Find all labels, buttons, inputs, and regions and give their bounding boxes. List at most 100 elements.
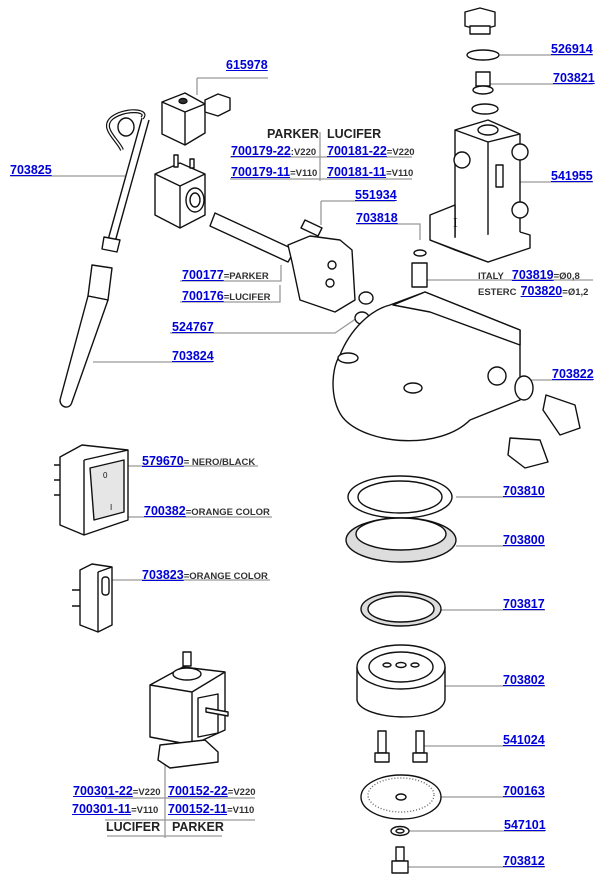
leader-615978 xyxy=(196,77,268,95)
part-suffix: =ORANGE COLOR xyxy=(183,571,268,582)
valve-table-cell[interactable]: 700152-22=V220 xyxy=(168,784,256,800)
coil-drawing xyxy=(154,154,206,229)
part-number-link[interactable]: 703810 xyxy=(503,484,545,498)
part-number-link[interactable]: 703824 xyxy=(172,349,214,363)
part-number-link[interactable]: 700382 xyxy=(144,504,186,518)
connector-drawing xyxy=(161,92,231,146)
part-number-link[interactable]: 703821 xyxy=(553,71,595,85)
label-700382[interactable]: 700382=ORANGE COLOR xyxy=(144,504,270,520)
leader-lines xyxy=(10,54,593,868)
part-number-link[interactable]: 700301-22 xyxy=(73,784,133,798)
label-551934[interactable]: 551934 xyxy=(355,188,397,202)
part-number-link[interactable]: 541024 xyxy=(503,733,545,747)
part-number-link[interactable]: 526914 xyxy=(551,42,593,56)
part-number-link[interactable]: 700179-22 xyxy=(231,144,291,158)
part-suffix: =V110 xyxy=(386,168,414,179)
label-703817[interactable]: 703817 xyxy=(503,597,545,611)
steam-tube-drawing xyxy=(101,109,150,253)
part-number-link[interactable]: 703818 xyxy=(356,211,398,225)
part-number-link[interactable]: 524767 xyxy=(172,320,214,334)
part-suffix: =Ø1,2 xyxy=(562,287,589,298)
label-615978[interactable]: 615978 xyxy=(226,58,268,72)
valve-table-header-lucifer: LUCIFER xyxy=(106,820,161,834)
label-703823[interactable]: 703823=ORANGE COLOR xyxy=(142,568,268,584)
valve-table-cell[interactable]: 700152-11=V110 xyxy=(168,802,254,818)
valve-table-cell[interactable]: 700301-11=V110 xyxy=(72,802,158,818)
part-number-link[interactable]: 703800 xyxy=(503,533,545,547)
part-number-link[interactable]: 700176 xyxy=(182,289,224,303)
part-number-link[interactable]: 551934 xyxy=(355,188,397,202)
label-703800[interactable]: 703800 xyxy=(503,533,545,547)
label-547101[interactable]: 547101 xyxy=(504,818,546,832)
leader-524767 xyxy=(170,317,358,334)
part-number-link[interactable]: 700181-11 xyxy=(327,165,387,179)
small-switch-drawing xyxy=(72,563,113,633)
label-703819[interactable]: ITALY 703819=Ø0,8 xyxy=(478,268,580,284)
leader-valve-table xyxy=(105,762,255,838)
screws-541024-drawing xyxy=(374,730,428,763)
part-suffix: :V220 xyxy=(290,147,317,158)
part-number-link[interactable]: 703819 xyxy=(511,268,554,282)
part-number-link[interactable]: 700163 xyxy=(503,784,545,798)
label-703812[interactable]: 703812 xyxy=(503,854,545,868)
label-541024[interactable]: 541024 xyxy=(503,733,545,747)
label-703822[interactable]: 703822 xyxy=(552,367,594,381)
part-number-link[interactable]: 703817 xyxy=(503,597,545,611)
label-703802[interactable]: 703802 xyxy=(503,673,545,687)
part-number-link[interactable]: 700181-22 xyxy=(327,144,387,158)
coil-table-cell[interactable]: 700179-11=V110 xyxy=(231,165,317,181)
part-suffix: =PARKER xyxy=(223,271,269,282)
part-suffix: =V110 xyxy=(131,805,159,816)
part-suffix: =Ø0,8 xyxy=(553,271,580,282)
label-526914[interactable]: 526914 xyxy=(551,42,593,56)
part-number-link[interactable]: 700179-11 xyxy=(231,165,291,179)
label-541955[interactable]: 541955 xyxy=(551,169,593,183)
switch-on-mark: I xyxy=(110,503,112,512)
origin-label: ITALY xyxy=(478,271,504,282)
part-number-link[interactable]: 703823 xyxy=(142,568,184,582)
part-number-link[interactable]: 700301-11 xyxy=(72,802,132,816)
label-700163[interactable]: 700163 xyxy=(503,784,545,798)
part-number-link[interactable]: 703822 xyxy=(552,367,594,381)
top-cap-drawing xyxy=(464,7,500,115)
label-700177[interactable]: 700177=PARKER xyxy=(182,268,269,284)
label-703824[interactable]: 703824 xyxy=(172,349,214,363)
label-703821[interactable]: 703821 xyxy=(553,71,595,85)
part-number-link[interactable]: 700152-11 xyxy=(168,802,228,816)
part-number-link[interactable]: 579670 xyxy=(142,454,184,468)
part-number-link[interactable]: 703825 xyxy=(10,163,52,177)
part-number-link[interactable]: 615978 xyxy=(226,58,268,72)
part-number-link[interactable]: 703812 xyxy=(503,854,545,868)
group-head-drawing xyxy=(332,291,581,469)
label-703810[interactable]: 703810 xyxy=(503,484,545,498)
solenoid-valve-drawing xyxy=(149,651,229,769)
label-524767[interactable]: 524767 xyxy=(172,320,214,334)
valve-stem-drawing xyxy=(209,212,356,313)
coil-table-cell[interactable]: 700181-11=V110 xyxy=(327,165,413,181)
part-number-link[interactable]: 547101 xyxy=(504,818,546,832)
label-703825[interactable]: 703825 xyxy=(10,163,52,177)
part-suffix: =LUCIFER xyxy=(223,292,271,303)
leader-551934 xyxy=(320,200,395,225)
coil-table-cell[interactable]: 700181-22=V220 xyxy=(327,144,415,160)
part-number-link[interactable]: 700152-22 xyxy=(168,784,228,798)
part-number-link[interactable]: 541955 xyxy=(551,169,593,183)
valve-table-cell[interactable]: 700301-22=V220 xyxy=(73,784,161,800)
label-700176[interactable]: 700176=LUCIFER xyxy=(182,289,270,305)
part-number-link[interactable]: 703820 xyxy=(520,284,563,298)
coil-table-cell[interactable]: 700179-22:V220 xyxy=(231,144,316,160)
part-suffix: = NERO/BLACK xyxy=(183,457,256,468)
part-suffix: =V220 xyxy=(386,147,415,158)
label-703818[interactable]: 703818 xyxy=(356,211,398,225)
valve-table-header-parker: PARKER xyxy=(172,820,224,834)
leader-703818 xyxy=(356,223,421,240)
jet-drawing xyxy=(411,249,428,288)
part-number-link[interactable]: 700177 xyxy=(182,268,224,282)
label-579670[interactable]: 579670= NERO/BLACK xyxy=(142,454,255,470)
shower-holder-drawing xyxy=(356,644,446,718)
part-number-link[interactable]: 703802 xyxy=(503,673,545,687)
leader-700176 xyxy=(180,285,281,303)
leader-700177 xyxy=(180,265,282,282)
